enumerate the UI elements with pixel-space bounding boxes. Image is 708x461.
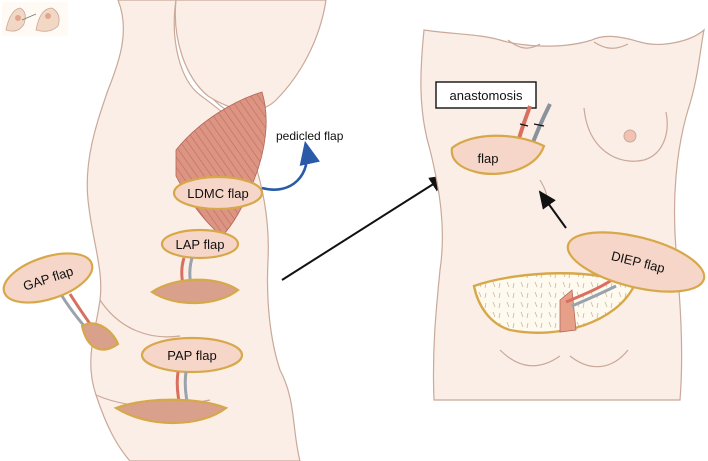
- diep-flap-shape: [566, 231, 706, 293]
- ldmc-flap-label: LDMC flap: [187, 186, 248, 201]
- lap-donor-site: [150, 278, 240, 305]
- pap-donor-site: [113, 398, 229, 425]
- native-breast: [583, 107, 668, 162]
- pedicled-flap-label: pedicled flap: [276, 129, 344, 143]
- diep-to-chest-arrow: [538, 190, 567, 229]
- pedicled-flap-arrow: [261, 140, 320, 191]
- lap-flap-shape: [160, 228, 240, 260]
- pap-flap-shape: [140, 336, 244, 374]
- right-body-figure: anastomosis flap DIEP flap: [420, 28, 706, 401]
- ldmc-flap-shape: [172, 175, 264, 211]
- anastomosis-label-box: [435, 81, 537, 109]
- anastomosis-label: anastomosis: [450, 88, 523, 103]
- pap-flap-label: PAP flap: [167, 348, 216, 363]
- gap-flap-shape: [2, 252, 94, 304]
- transferred-flap-shape: [450, 134, 546, 176]
- anatomy-thumbnail-icon: [2, 2, 68, 36]
- transfer-arrow: [281, 174, 448, 281]
- transferred-flap-label: flap: [478, 151, 499, 166]
- left-body-figure: LDMC flap pedicled flap LAP flap GAP fla…: [2, 0, 344, 461]
- gap-donor-site: [80, 322, 120, 351]
- lap-flap-label: LAP flap: [176, 237, 225, 252]
